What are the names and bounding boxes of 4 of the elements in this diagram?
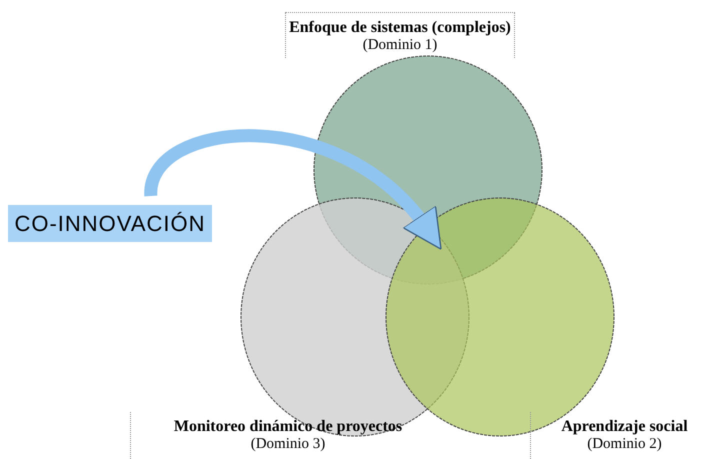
- concept-tag: CO-INNOVACIÓN: [8, 205, 212, 242]
- curved-arrow: [144, 129, 444, 249]
- domain-label: Monitoreo dinámico de proyectos (Dominio 3): [130, 412, 445, 459]
- domain-label: Aprendizaje social (Dominio 2): [530, 412, 718, 459]
